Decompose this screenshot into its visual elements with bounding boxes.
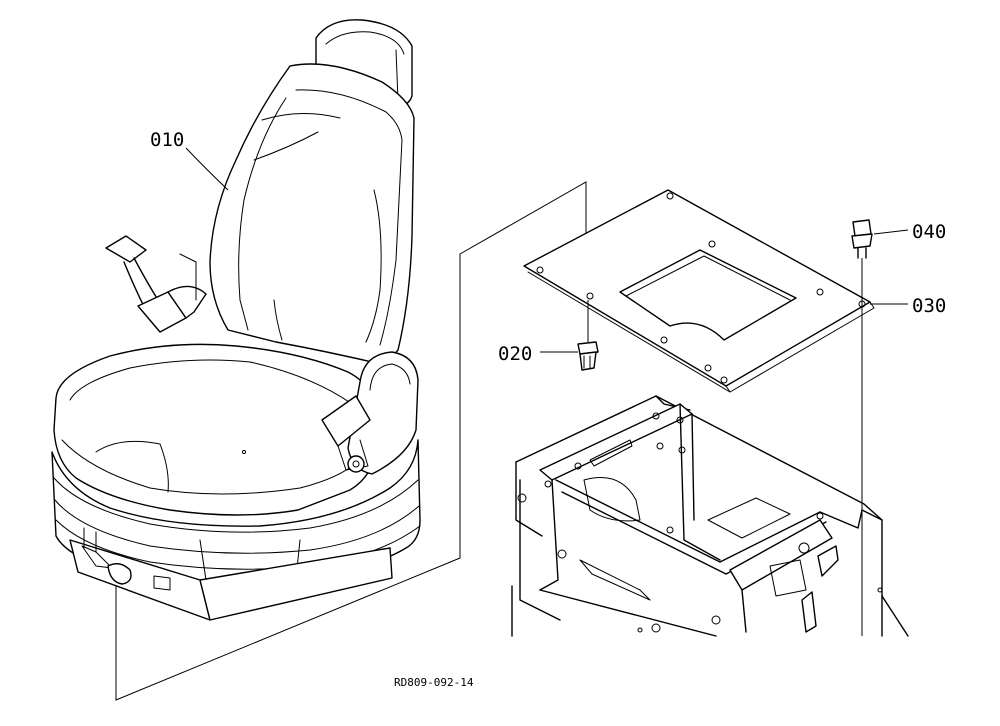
seat-belt-left: [105, 235, 207, 333]
seat-mount-leader: [115, 181, 587, 701]
nut-020: [577, 300, 599, 371]
callout-010: 010: [150, 129, 184, 151]
backrest: [209, 63, 415, 366]
seat-frame-bracket: [511, 395, 909, 637]
callout-020: 020: [498, 343, 532, 365]
seat-assembly: [51, 19, 587, 701]
callout-040: 040: [912, 221, 946, 243]
seat-suspension: [51, 439, 421, 621]
callout-leaders: [185, 147, 909, 353]
callout-030: 030: [912, 295, 946, 317]
bolt-040: [851, 219, 873, 636]
mounting-plate: [523, 189, 875, 393]
reference-code: RD809-092-14: [394, 676, 474, 689]
armrest-right: [321, 351, 419, 475]
